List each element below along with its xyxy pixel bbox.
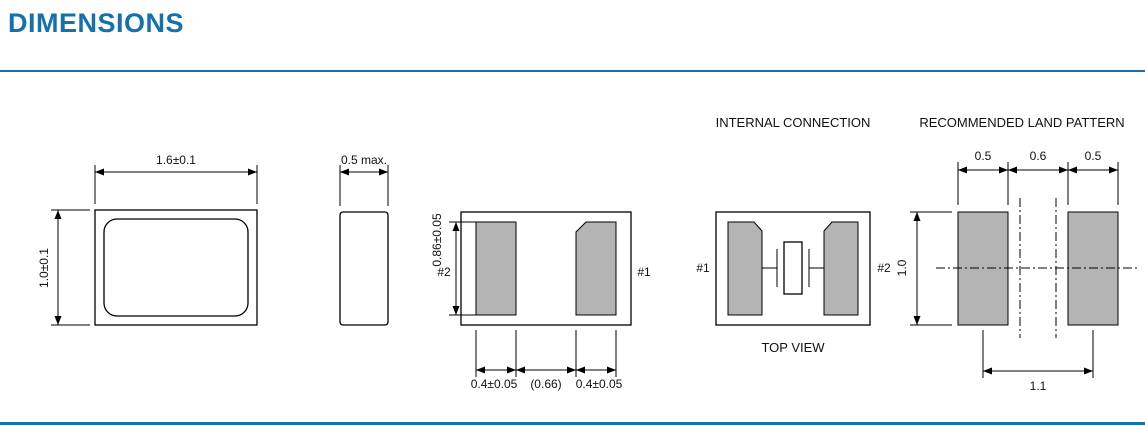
side-body-outline bbox=[339, 211, 389, 326]
land-pattern-view: RECOMMENDED LAND PATTERN 0.5 0.6 0.5 1.0 bbox=[895, 115, 1140, 393]
land-pad-left-width-dimension: 0.5 bbox=[975, 149, 992, 163]
land-pattern-heading: RECOMMENDED LAND PATTERN bbox=[919, 115, 1124, 130]
internal-pad-2 bbox=[823, 221, 859, 316]
internal-body-outline bbox=[715, 211, 871, 326]
top-divider-line bbox=[0, 70, 1145, 72]
land-pad-right-width-dimension: 0.5 bbox=[1085, 149, 1102, 163]
package-width-dimension: 1.6±0.1 bbox=[156, 153, 196, 167]
internal-pad-1 bbox=[727, 221, 763, 316]
package-top-view: 1.6±0.1 1.0±0.1 bbox=[37, 153, 258, 326]
pin-1-label: #1 bbox=[696, 261, 710, 275]
terminal-pad-1 bbox=[575, 221, 617, 316]
left-pad-width-dimension: 0.4±0.05 bbox=[471, 377, 518, 391]
terminal-pad-2 bbox=[475, 221, 517, 316]
pad-height-dimension: 0.86±0.05 bbox=[430, 213, 444, 267]
crystal-element bbox=[783, 241, 803, 295]
pin-2-label: #2 bbox=[877, 261, 891, 275]
bottom-view: 0.86±0.05 #2 #1 0.4±0.05 (0.66) 0.4±0.05 bbox=[430, 211, 651, 391]
pad-1-label: #1 bbox=[637, 265, 651, 279]
package-height-dimension: 1.0±0.1 bbox=[37, 248, 51, 288]
page-title: DIMENSIONS bbox=[8, 8, 185, 38]
right-pad-width-dimension: 0.4±0.05 bbox=[576, 377, 623, 391]
internal-connection-view: INTERNAL CONNECTION #1 #2 TOP VIEW bbox=[696, 115, 891, 355]
land-pad-height-dimension: 1.0 bbox=[895, 259, 909, 276]
package-body-outline bbox=[94, 209, 258, 326]
internal-connection-heading: INTERNAL CONNECTION bbox=[716, 115, 871, 130]
pad-gap-dimension: (0.66) bbox=[530, 377, 561, 391]
top-view-caption: TOP VIEW bbox=[761, 340, 825, 355]
land-pad-pitch-dimension: 1.1 bbox=[1030, 379, 1047, 393]
side-view: 0.5 max. bbox=[339, 153, 389, 326]
land-gap-dimension: 0.6 bbox=[1030, 149, 1047, 163]
package-thickness-dimension: 0.5 max. bbox=[341, 153, 387, 167]
pad-2-label: #2 bbox=[437, 265, 451, 279]
bottom-body-outline bbox=[460, 211, 632, 326]
bottom-divider-line bbox=[0, 422, 1145, 425]
package-lid-outline bbox=[103, 218, 249, 317]
